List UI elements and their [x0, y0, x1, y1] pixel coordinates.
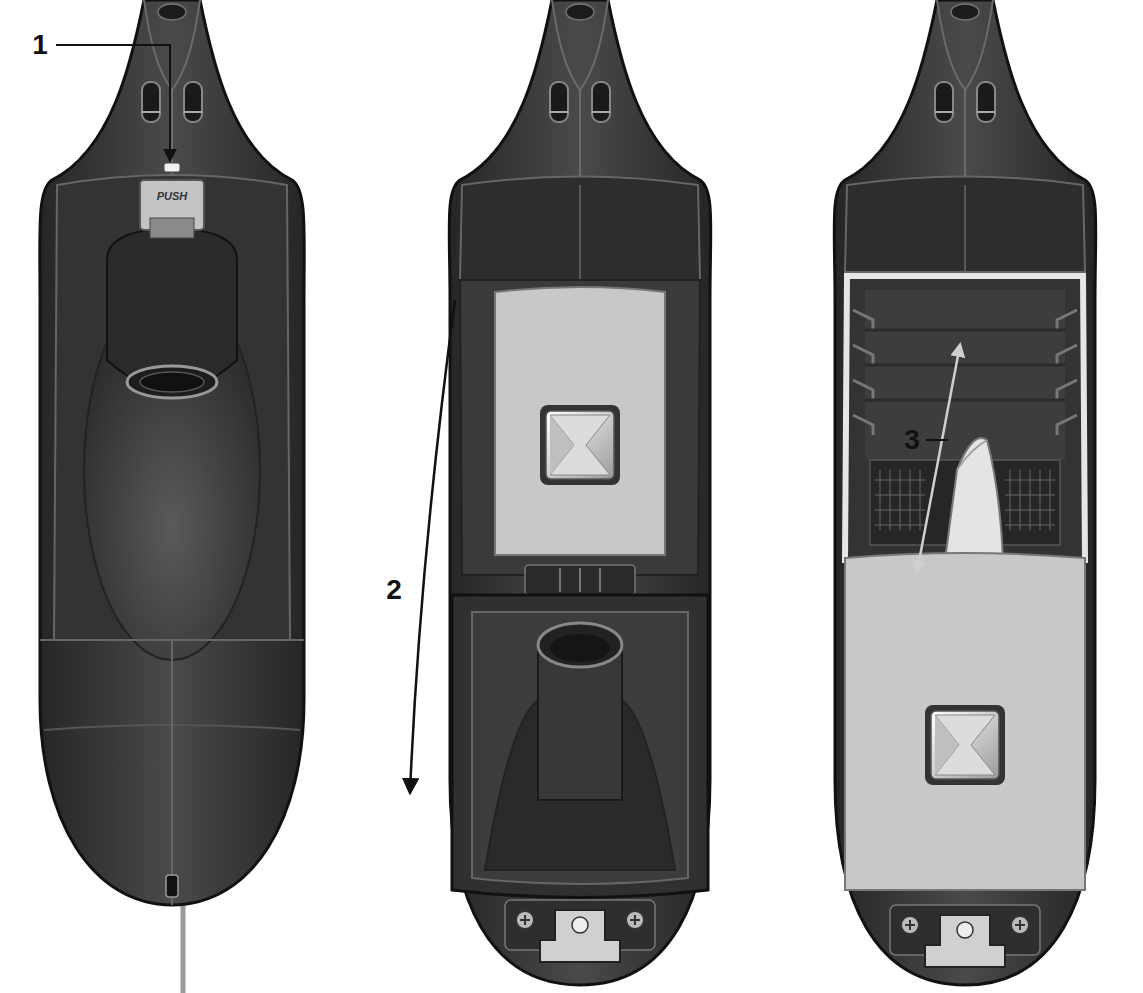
filter-cover: [495, 287, 665, 555]
hinge: [525, 565, 635, 595]
filter-paper: [945, 438, 1003, 560]
callout-number: 3: [904, 426, 920, 454]
callout-number: 1: [32, 31, 48, 59]
swing-arrow: [410, 300, 455, 792]
callout-number: 2: [386, 576, 402, 604]
leader-line: [926, 439, 948, 441]
release-tab: [164, 163, 180, 172]
open-lid: [452, 595, 708, 898]
filter-device: [834, 0, 1096, 985]
filter-chamber: [845, 276, 1085, 560]
leader-line: [56, 45, 170, 160]
closed-device: [40, 0, 304, 905]
insert-remove-arrow: [917, 345, 960, 572]
filter-cover: [845, 553, 1085, 890]
opened-lid-device: [449, 0, 711, 985]
button-text: PUSH: [157, 191, 188, 202]
